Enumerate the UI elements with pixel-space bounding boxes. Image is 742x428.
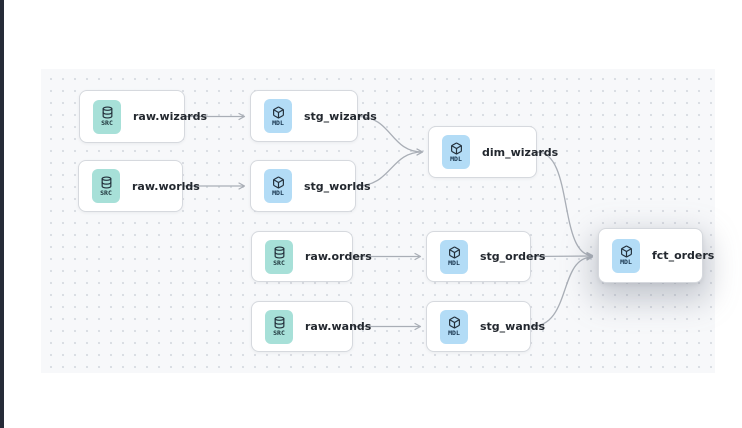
- badge-label: SRC: [100, 188, 112, 197]
- mdl-badge: MDL: [612, 238, 640, 273]
- cube-icon: [620, 245, 633, 258]
- mdl-badge: MDL: [264, 169, 292, 203]
- badge-label: MDL: [272, 188, 284, 197]
- badge-label: MDL: [450, 154, 462, 163]
- node-label: stg_wizards: [304, 109, 377, 123]
- mdl-badge: MDL: [440, 309, 468, 344]
- node-stg_worlds[interactable]: MDL stg_worlds: [250, 160, 371, 212]
- src-badge: SRC: [265, 309, 293, 344]
- badge-label: MDL: [620, 258, 632, 266]
- node-label: stg_worlds: [304, 179, 371, 193]
- cube-icon: [450, 141, 463, 155]
- mdl-badge: MDL: [442, 135, 470, 169]
- node-raw_worlds[interactable]: SRC raw.worlds: [78, 160, 200, 212]
- node-stg_wands[interactable]: MDL stg_wands: [426, 301, 545, 352]
- src-badge: SRC: [92, 169, 120, 203]
- node-raw_wizards[interactable]: SRC raw.wizards: [79, 90, 207, 143]
- badge-label: SRC: [273, 259, 285, 267]
- src-badge: SRC: [93, 99, 121, 134]
- cube-icon: [448, 316, 461, 329]
- node-fct_orders[interactable]: MDL fct_orders: [598, 228, 714, 283]
- node-raw_orders[interactable]: SRC raw.orders: [251, 231, 372, 282]
- badge-label: MDL: [448, 259, 460, 267]
- database-icon: [100, 175, 113, 189]
- badge-label: MDL: [272, 118, 284, 127]
- cube-icon: [272, 105, 285, 119]
- database-icon: [101, 106, 114, 119]
- cube-icon: [272, 175, 285, 189]
- node-label: raw.orders: [305, 250, 372, 263]
- node-raw_wands[interactable]: SRC raw.wands: [251, 301, 371, 352]
- mdl-badge: MDL: [264, 99, 292, 133]
- database-icon: [273, 316, 286, 329]
- node-label: stg_orders: [480, 250, 546, 263]
- src-badge: SRC: [265, 239, 293, 274]
- window-edge: [0, 0, 4, 428]
- node-label: fct_orders: [652, 249, 715, 262]
- node-label: stg_wands: [480, 320, 546, 333]
- node-label: dim_wizards: [482, 145, 559, 159]
- node-stg_orders[interactable]: MDL stg_orders: [426, 231, 545, 282]
- badge-label: SRC: [101, 119, 113, 127]
- node-stg_wizards[interactable]: MDL stg_wizards: [250, 90, 377, 142]
- badge-label: SRC: [273, 329, 285, 337]
- cube-icon: [448, 246, 461, 259]
- badge-label: MDL: [448, 329, 460, 337]
- node-label: raw.wizards: [133, 110, 208, 123]
- database-icon: [273, 246, 286, 259]
- node-label: raw.worlds: [132, 179, 200, 193]
- mdl-badge: MDL: [440, 239, 468, 274]
- node-dim_wizards[interactable]: MDL dim_wizards: [428, 126, 558, 178]
- node-label: raw.wands: [305, 320, 372, 333]
